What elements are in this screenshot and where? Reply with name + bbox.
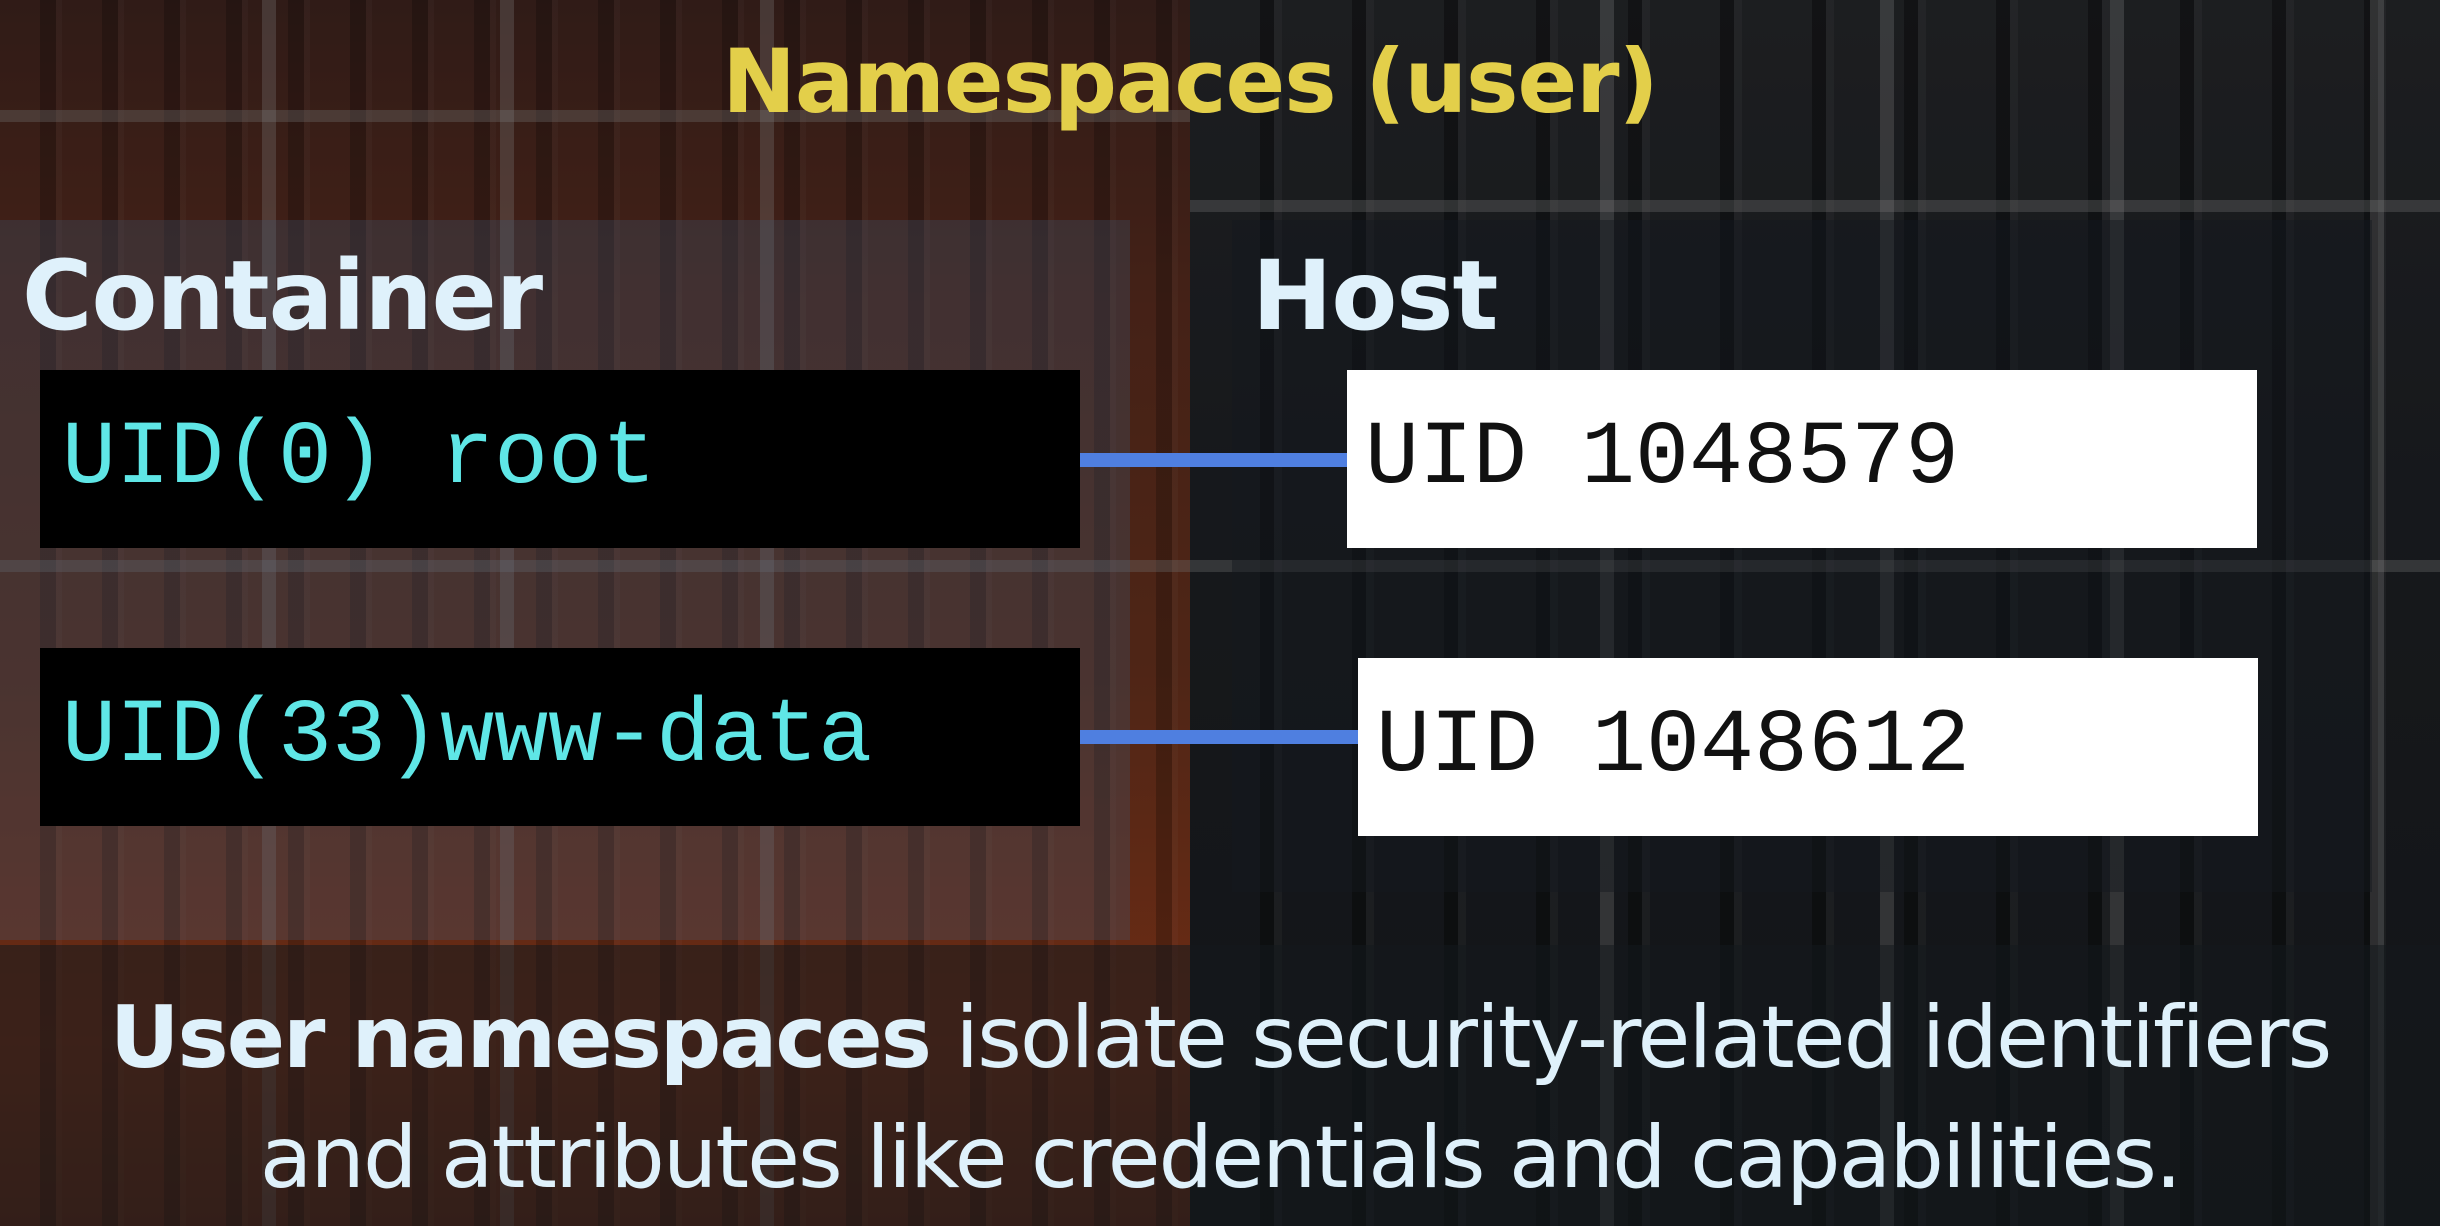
container-heading: Container — [22, 240, 543, 352]
background-crossbar — [0, 560, 2440, 572]
container-uid-box-root: UID(0) root — [40, 370, 1080, 548]
host-heading: Host — [1252, 240, 1498, 352]
host-uid-box-1048579: UID 1048579 — [1347, 370, 2257, 548]
slide-title: Namespaces (user) — [722, 30, 1659, 133]
host-uid: UID 1048579 — [1365, 408, 1960, 510]
container-username: www-data — [440, 686, 873, 788]
caption-line-1-rest: isolate security-related identifiers — [929, 988, 2332, 1088]
slide-caption: User namespaces isolate security-related… — [0, 978, 2440, 1218]
caption-line-2: and attributes like credentials and capa… — [259, 1108, 2183, 1208]
background-pole — [760, 0, 774, 1226]
background-crossbar — [1190, 200, 2440, 212]
caption-band — [0, 945, 2440, 1226]
background-pole — [1600, 0, 1614, 1226]
caption-emphasis: User namespaces — [109, 988, 932, 1088]
container-uid: UID(33) — [62, 686, 441, 788]
host-uid: UID 1048612 — [1376, 696, 1971, 798]
background-pole — [262, 0, 276, 1226]
background-crossbar — [0, 110, 1190, 122]
background-pole — [500, 0, 514, 1226]
container-uid-box-www-data: UID(33)www-data — [40, 648, 1080, 826]
uid-mapping-connector — [1080, 730, 1360, 744]
host-uid-box-1048612: UID 1048612 — [1358, 658, 2258, 836]
container-username: root — [386, 408, 657, 510]
background-pole — [2370, 0, 2384, 1226]
background-pole — [1880, 0, 1894, 1226]
uid-mapping-connector — [1080, 453, 1348, 467]
caption-line-1: User namespaces isolate security-related… — [0, 978, 2440, 1098]
container-uid: UID(0) — [62, 408, 387, 510]
background-pole — [2110, 0, 2124, 1226]
